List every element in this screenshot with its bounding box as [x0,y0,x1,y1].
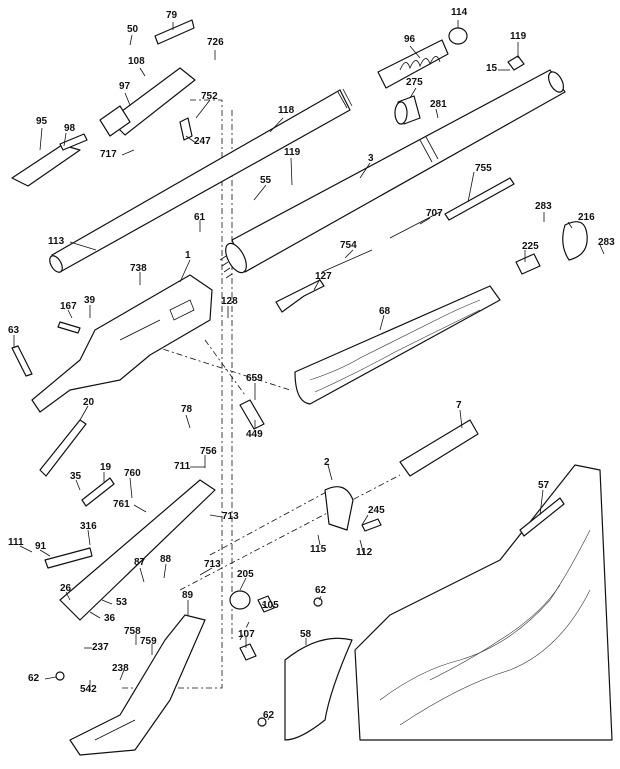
part-number-752: 752 [201,91,218,102]
part-number-39: 39 [84,295,96,306]
part-number-115: 115 [310,544,327,555]
part-number-112: 112 [356,547,373,558]
screws [55,597,323,727]
stock-part [354,464,613,741]
part-number-53: 53 [116,597,128,608]
part-number-79: 79 [166,10,178,21]
part-number-238: 238 [112,663,129,674]
part-number-113: 113 [48,236,65,247]
part-number-108: 108 [128,56,145,67]
part-number-62: 62 [315,585,327,596]
side-plate-part [284,637,353,741]
part-number-758: 758 [124,626,141,637]
barrel-part [219,69,566,279]
part-number-98: 98 [64,123,76,134]
assembly-guide-lines [120,99,401,689]
lower-frame-assembly [39,419,216,621]
part-number-283: 283 [535,201,552,212]
hammer-parts [229,590,275,661]
sleeve-part [239,399,265,430]
part-number-3: 3 [368,153,374,164]
part-number-88: 88 [160,554,172,565]
lever-part [69,614,206,756]
part-number-713: 713 [222,511,239,522]
part-number-111: 111 [8,537,24,548]
part-number-20: 20 [83,397,95,408]
part-number-247: 247 [194,136,211,147]
part-number-118: 118 [278,105,295,116]
part-number-711: 711 [174,461,191,472]
part-number-63: 63 [8,325,20,336]
part-number-7: 7 [456,400,462,411]
part-number-62-c: 62 [263,710,275,721]
part-number-107: 107 [238,629,255,640]
part-number-55: 55 [260,175,272,186]
part-number-87: 87 [134,557,146,568]
part-number-61: 61 [194,212,206,223]
part-number-119-b: 119 [284,147,301,158]
part-number-15: 15 [486,63,498,74]
part-number-449: 449 [246,429,263,440]
part-number-1: 1 [185,250,191,261]
part-number-19: 19 [100,462,112,473]
part-number-35: 35 [70,471,82,482]
part-number-62-b: 62 [28,673,40,684]
part-number-97: 97 [119,81,131,92]
leader-lines [13,20,605,721]
receiver-part [31,274,213,413]
part-number-127: 127 [315,271,332,282]
part-number-754: 754 [340,240,357,251]
part-number-760: 760 [124,468,141,479]
buttplate-parts [515,221,588,275]
rod-parts [275,177,515,313]
tube-cap-and-spring [399,27,525,71]
part-number-761: 761 [113,499,130,510]
forearm-part [294,285,501,405]
small-pins [11,321,81,377]
part-number-58: 58 [300,629,312,640]
barrel-band-part [394,95,421,125]
part-number-50: 50 [127,24,139,35]
part-number-225: 225 [522,241,539,252]
part-number-707: 707 [426,208,443,219]
part-number-245: 245 [368,505,385,516]
mid-mechanism-parts [324,419,479,532]
part-number-205: 205 [237,569,254,580]
part-number-755: 755 [475,163,492,174]
part-number-216: 216 [578,212,595,223]
part-number-114: 114 [451,7,468,18]
part-number-36: 36 [104,613,116,624]
part-number-96: 96 [404,34,416,45]
part-number-119: 119 [510,31,527,42]
part-number-237: 237 [92,642,109,653]
part-number-68: 68 [379,306,391,317]
part-number-726: 726 [207,37,224,48]
part-number-283-b: 283 [598,237,615,248]
part-number-95: 95 [36,116,48,127]
part-number-281: 281 [430,99,447,110]
part-number-26: 26 [60,583,72,594]
part-number-167: 167 [60,301,77,312]
magazine-tube-part [49,39,449,273]
part-number-542: 542 [80,684,97,695]
part-number-2: 2 [324,457,330,468]
part-number-91: 91 [35,541,47,552]
part-number-713-b: 713 [204,559,221,570]
part-number-89: 89 [182,590,194,601]
part-number-759: 759 [140,636,157,647]
part-number-57: 57 [538,480,550,491]
part-number-128: 128 [221,296,238,307]
part-number-275: 275 [406,77,423,88]
part-number-717: 717 [100,149,117,160]
part-number-659: 659 [246,373,263,384]
part-number-105: 105 [262,600,279,611]
part-number-316: 316 [80,521,97,532]
part-number-78: 78 [181,404,193,415]
top-cover-parts [11,19,196,187]
part-number-738: 738 [130,263,147,274]
part-number-756: 756 [200,446,217,457]
